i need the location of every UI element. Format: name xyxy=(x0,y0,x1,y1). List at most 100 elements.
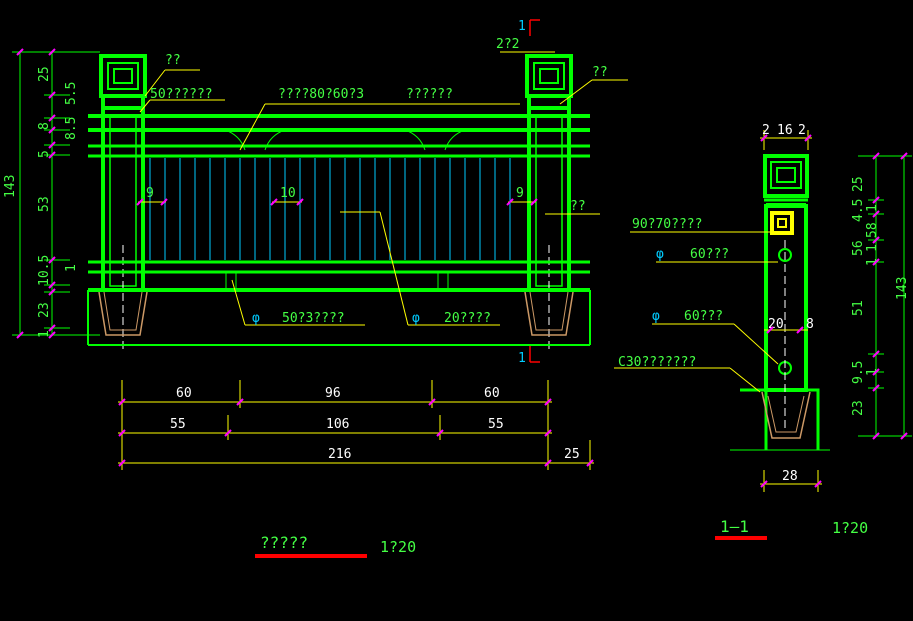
dimension-tick xyxy=(872,432,880,440)
left-post xyxy=(98,54,148,352)
phi-symbol-right: φ xyxy=(412,311,420,326)
section-right-dim-4: 1 xyxy=(865,204,880,212)
section-bottom-dim-value: 28 xyxy=(782,469,798,484)
dimension-tick xyxy=(48,141,56,149)
dimension-tick xyxy=(506,198,514,206)
left-dim-2: 5.5 xyxy=(64,82,79,105)
section-right-dim-8: 9.5 xyxy=(851,361,866,384)
section-top-dim-0: 2 xyxy=(762,123,770,138)
dimension-tick xyxy=(544,459,552,467)
dimension-tick xyxy=(48,324,56,332)
section-right-dim-0: 25 xyxy=(851,176,866,192)
section-right-total: 143 xyxy=(895,277,910,300)
left-dim-7: 1 xyxy=(64,264,79,272)
gap-dimensions: 9 10 9 xyxy=(138,186,536,203)
label-hole1: 60??? xyxy=(690,247,729,262)
dimension-tick xyxy=(48,48,56,56)
label-post-top-left: ?? xyxy=(165,53,181,68)
dimension-tick xyxy=(872,368,880,376)
dimension-tick xyxy=(160,198,168,206)
section-title-block: 1—1 1?20 xyxy=(715,517,868,540)
dimension-tick xyxy=(296,198,304,206)
gap-dim-2: 9 xyxy=(516,186,524,201)
section-post xyxy=(730,154,830,451)
dimension-tick xyxy=(436,429,444,437)
dimension-tick xyxy=(16,48,24,56)
left-dim-0: 25 xyxy=(37,66,52,82)
dim-mid-1: 106 xyxy=(326,417,349,432)
dimension-tick xyxy=(530,198,538,206)
elevation-title-block: ????? 1?20 xyxy=(255,533,416,558)
section-view: 2 16 2 90?70???? φ 60 xyxy=(614,123,912,540)
elevation-title: ????? xyxy=(260,533,308,552)
label-hole2: 60??? xyxy=(684,309,723,324)
dimension-tick xyxy=(872,152,880,160)
left-dim-9: 1 xyxy=(37,330,52,338)
dimension-tick xyxy=(766,326,774,334)
left-total-dim: 143 xyxy=(3,175,18,198)
section-top-dim-1: 16 xyxy=(777,123,793,138)
dim-mid-0: 55 xyxy=(170,417,186,432)
dim-total: 216 xyxy=(328,447,351,462)
section-mark-elevation: 1 1 xyxy=(518,19,540,366)
dimension-tick xyxy=(48,331,56,339)
dimension-tick xyxy=(760,480,768,488)
elevation-view: 143 25 8 5.5 8.5 5 53 10.5 1 23 1 xyxy=(3,19,628,558)
section-right-dim-7: 51 xyxy=(851,300,866,316)
dimension-tick xyxy=(872,236,880,244)
left-dim-8: 23 xyxy=(37,302,52,318)
dimension-tick xyxy=(796,326,804,334)
dimension-tick xyxy=(48,91,56,99)
section-labels: 90?70???? φ 60??? φ 60??? C30??????? 20 … xyxy=(614,217,814,393)
dimension-tick xyxy=(270,198,278,206)
left-dimension-chain: 143 25 8 5.5 8.5 5 53 10.5 1 23 1 xyxy=(3,51,100,338)
section-right-dim-3: 58 xyxy=(865,222,880,238)
section-right-dim-9: 1 xyxy=(865,368,880,376)
dimension-tick xyxy=(48,256,56,264)
section-right-dim-6: 1 xyxy=(865,258,880,266)
section-mark-bottom: 1 xyxy=(518,351,526,366)
dimension-tick xyxy=(48,288,56,296)
dimension-tick xyxy=(428,398,436,406)
dimension-ticks xyxy=(16,48,908,488)
section-right-dims: 143 25 4.5 56 58 1 1 1 51 9.5 1 23 xyxy=(851,155,912,437)
left-dim-6: 10.5 xyxy=(37,255,52,286)
label-post-spec: 2?2 xyxy=(496,37,519,52)
dimension-tick xyxy=(118,459,126,467)
dimension-tick xyxy=(236,398,244,406)
dimension-tick xyxy=(872,196,880,204)
left-dim-3: 8.5 xyxy=(64,117,79,140)
label-pipe-right: 20???? xyxy=(444,311,491,326)
section-bottom-dim: 28 xyxy=(760,469,822,492)
dimension-tick xyxy=(872,350,880,358)
phi-symbol-left: φ xyxy=(252,311,260,326)
dimension-tick xyxy=(544,429,552,437)
gap-dim-1: 10 xyxy=(280,186,296,201)
label-handrail: ????80?60?3 xyxy=(278,87,364,102)
dimension-tick xyxy=(872,384,880,392)
phi-hole2: φ xyxy=(652,309,660,324)
label-square: 90?70???? xyxy=(632,217,702,232)
dimension-tick xyxy=(586,459,594,467)
dimension-tick xyxy=(872,258,880,266)
gap-dim-0: 9 xyxy=(146,186,154,201)
dimension-tick xyxy=(48,114,56,122)
section-right-dim-1: 4.5 xyxy=(851,199,866,222)
dim-top-2: 60 xyxy=(484,386,500,401)
label-post-right-mid: ?? xyxy=(570,199,586,214)
dimension-tick xyxy=(804,134,812,142)
section-mid-dim-1: 8 xyxy=(806,317,814,332)
section-title: 1—1 xyxy=(720,517,749,536)
label-handrail-b: ?????? xyxy=(406,87,453,102)
bottom-dimensions: 60 96 60 55 106 55 216 25 xyxy=(118,380,594,470)
dim-top-1: 96 xyxy=(325,386,341,401)
elevation-labels: ?? 50?????? ????80?60?3 ?????? ?? ?? 2?2… xyxy=(139,37,628,326)
dim-right: 25 xyxy=(564,447,580,462)
dimension-tick xyxy=(48,126,56,134)
dimension-tick xyxy=(136,198,144,206)
dimension-tick xyxy=(48,281,56,289)
dimension-tick xyxy=(48,151,56,159)
dim-top-0: 60 xyxy=(176,386,192,401)
dimension-tick xyxy=(118,398,126,406)
